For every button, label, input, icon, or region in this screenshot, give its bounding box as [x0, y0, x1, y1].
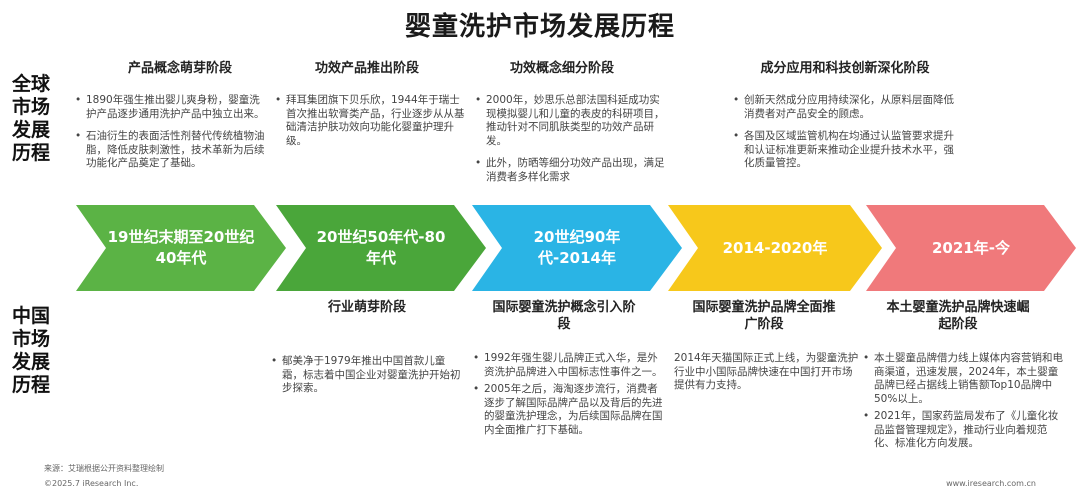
- chevron-arrow-shape: [866, 205, 1076, 291]
- global-stage-2-title: 功效产品推出阶段: [314, 61, 419, 76]
- china-stage-1-notes: 郁美净于1979年推出中国首款儿童霜，标志着中国企业对婴童洗护开始初步探索。: [270, 355, 466, 405]
- china-stage-1-title: 行业萌芽阶段: [327, 300, 406, 315]
- china-stage-4-note: 本土婴童品牌借力线上媒体内容营销和电商渠道，迅速发展，2024年，本土婴童品牌已…: [863, 352, 1068, 406]
- chevron-arrow-shape: [668, 205, 882, 291]
- global-stage-4-notes: 创新天然成分应用持续深化，从原料层面降低消费者对产品安全的顾虑。 各国及区域监管…: [732, 94, 964, 180]
- chevron-arrow-shape: [472, 205, 682, 291]
- global-stage-4-note: 创新天然成分应用持续深化，从原料层面降低消费者对产品安全的顾虑。: [733, 94, 964, 121]
- chevron-arrow-shape: [76, 205, 286, 291]
- copyright-text: ©2025.7 iResearch Inc.: [44, 479, 139, 488]
- china-stage-4-title: 本土婴童洗护品牌快速崛起阶段: [886, 300, 1030, 332]
- timeline-arrow-1: 19世纪末期至20世纪40年代: [76, 205, 286, 291]
- global-stage-3-notes: 2000年，妙思乐总部法国科延成功实现模拟婴儿和儿童的表皮的科研项目，推动针对不…: [474, 94, 670, 193]
- china-market-label: 中国市场发展历程: [11, 305, 50, 396]
- timeline-arrow-4: 2014-2020年: [668, 205, 882, 291]
- source-note: 来源：艾瑞根据公开资料整理绘制: [44, 464, 164, 473]
- global-stage-1-note: 石油衍生的表面活性剂替代传统植物油脂，降低皮肤刺激性，技术革新为后续功能化产品奠…: [75, 130, 270, 171]
- china-stage-2-note: 2005年之后，海淘逐步流行，消费者逐步了解国际品牌产品以及背后的先进的婴童洗护…: [473, 383, 668, 437]
- timeline-label-1: 19世纪末期至20世纪40年代: [107, 228, 255, 267]
- china-stage-3-title: 国际婴童洗护品牌全面推广阶段: [692, 300, 836, 332]
- timeline-label-5: 2021年-今: [932, 238, 1010, 257]
- timeline-label-4: 2014-2020年: [722, 238, 828, 257]
- china-stage-2-notes: 1992年强生婴儿品牌正式入华，是外资洗护品牌进入中国标志性事件之一。 2005…: [472, 352, 668, 446]
- china-stage-1-note: 郁美净于1979年推出中国首款儿童霜，标志着中国企业对婴童洗护开始初步探索。: [271, 355, 466, 396]
- timeline-label-2: 20世纪50年代-80年代: [316, 228, 446, 267]
- chevron-arrow-shape: [276, 205, 486, 291]
- timeline-arrow-5: 2021年-今: [866, 205, 1076, 291]
- global-stage-1-notes: 1890年强生推出婴儿爽身粉，婴童洗护产品逐步通用洗护产品中独立出来。 石油衍生…: [74, 94, 270, 180]
- global-stage-4-note: 各国及区域监管机构在均通过认监管要求提升和认证标准更新来推动企业提升技术水平，强…: [733, 130, 964, 171]
- global-stage-3-title: 功效概念细分阶段: [509, 61, 614, 76]
- global-stage-2-note: 拜耳集团旗下贝乐欣，1944年于瑞士首次推出软膏类产品，行业逐步从从基础清洁护肤…: [275, 94, 470, 148]
- china-stage-2-note: 1992年强生婴儿品牌正式入华，是外资洗护品牌进入中国标志性事件之一。: [473, 352, 668, 379]
- global-stage-4-title: 成分应用和科技创新深化阶段: [760, 61, 930, 76]
- timeline-arrow-2: 20世纪50年代-80年代: [276, 205, 486, 291]
- china-stage-3-notes: 2014年天猫国际正式上线，为婴童洗护行业中小国际品牌快速在中国打开市场提供有力…: [674, 352, 859, 391]
- china-stage-4-note: 2021年，国家药监局发布了《儿童化妆品监督管理规定》，推动行业向着规范化、标准…: [863, 410, 1068, 451]
- timeline-arrow-3: 20世纪90年代-2014年: [472, 205, 682, 291]
- global-stage-3-note: 此外，防晒等细分功效产品出现，满足消费者多样化需求: [475, 157, 670, 184]
- china-stage-4-notes: 本土婴童品牌借力线上媒体内容营销和电商渠道，迅速发展，2024年，本土婴童品牌已…: [862, 352, 1068, 460]
- global-market-label: 全球市场发展历程: [11, 73, 50, 164]
- page-title: 婴童洗护市场发展历程: [404, 12, 675, 42]
- global-stage-3-note: 2000年，妙思乐总部法国科延成功实现模拟婴儿和儿童的表皮的科研项目，推动针对不…: [475, 94, 670, 148]
- website-text: www.iresearch.com.cn: [946, 479, 1036, 488]
- global-stage-1-title: 产品概念萌芽阶段: [127, 61, 232, 76]
- global-stage-1-note: 1890年强生推出婴儿爽身粉，婴童洗护产品逐步通用洗护产品中独立出来。: [75, 94, 270, 121]
- china-stage-2-title: 国际婴童洗护概念引入阶段: [492, 300, 636, 332]
- timeline-label-3: 20世纪90年代-2014年: [533, 228, 621, 267]
- global-stage-2-notes: 拜耳集团旗下贝乐欣，1944年于瑞士首次推出软膏类产品，行业逐步从从基础清洁护肤…: [274, 94, 470, 157]
